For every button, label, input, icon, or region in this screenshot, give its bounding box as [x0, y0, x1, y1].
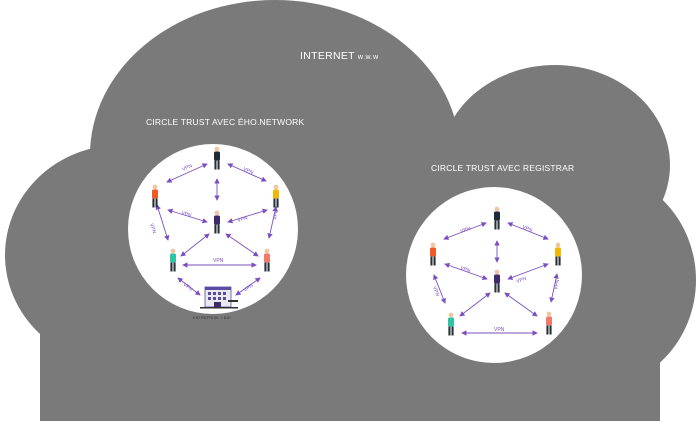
internet-title: INTERNET [300, 50, 355, 62]
vpn-label: VPN [553, 279, 561, 291]
internet-cloud [5, 0, 696, 421]
vpn-label: VPN [213, 258, 224, 264]
vpn-label: VPN [243, 282, 255, 293]
vpn-label: VPN [237, 215, 249, 224]
trust-circle-eho [128, 144, 298, 314]
circle-registrar-title: CIRCLE TRUST AVEC REGISTRAR [431, 163, 575, 173]
vpn-labels-registrar: VPN VPN VPN VPN VPN VPN VPN [431, 224, 561, 333]
vpn-label: VPN [181, 163, 193, 173]
vpn-links-registrar [433, 222, 559, 336]
vpn-label: VPN [272, 209, 280, 221]
vpn-label: VPN [460, 226, 472, 235]
vpn-label: VPN [148, 223, 157, 235]
vpn-label: VPN [521, 224, 533, 234]
vpn-label: VPN [180, 210, 192, 219]
vpn-labels-eho: VPN VPN VPN VPN VPN VPN VPN VPN VPN [148, 163, 280, 294]
enterprise-building-icon [200, 286, 238, 309]
vpn-label: VPN [516, 276, 528, 285]
internet-suffix: w.w.w [357, 54, 379, 61]
enterprise-caption: ENTREPRISE + BDI [193, 316, 231, 320]
circle-eho-title: CIRCLE TRUST AVEC ÉHO.NETWORK [146, 117, 305, 127]
vpn-links-eho [155, 163, 278, 296]
vpn-label: VPN [494, 327, 505, 333]
vpn-label: VPN [431, 286, 440, 298]
vpn-label: VPN [242, 166, 254, 176]
vpn-label: VPN [182, 282, 194, 293]
vpn-label: VPN [459, 265, 471, 274]
